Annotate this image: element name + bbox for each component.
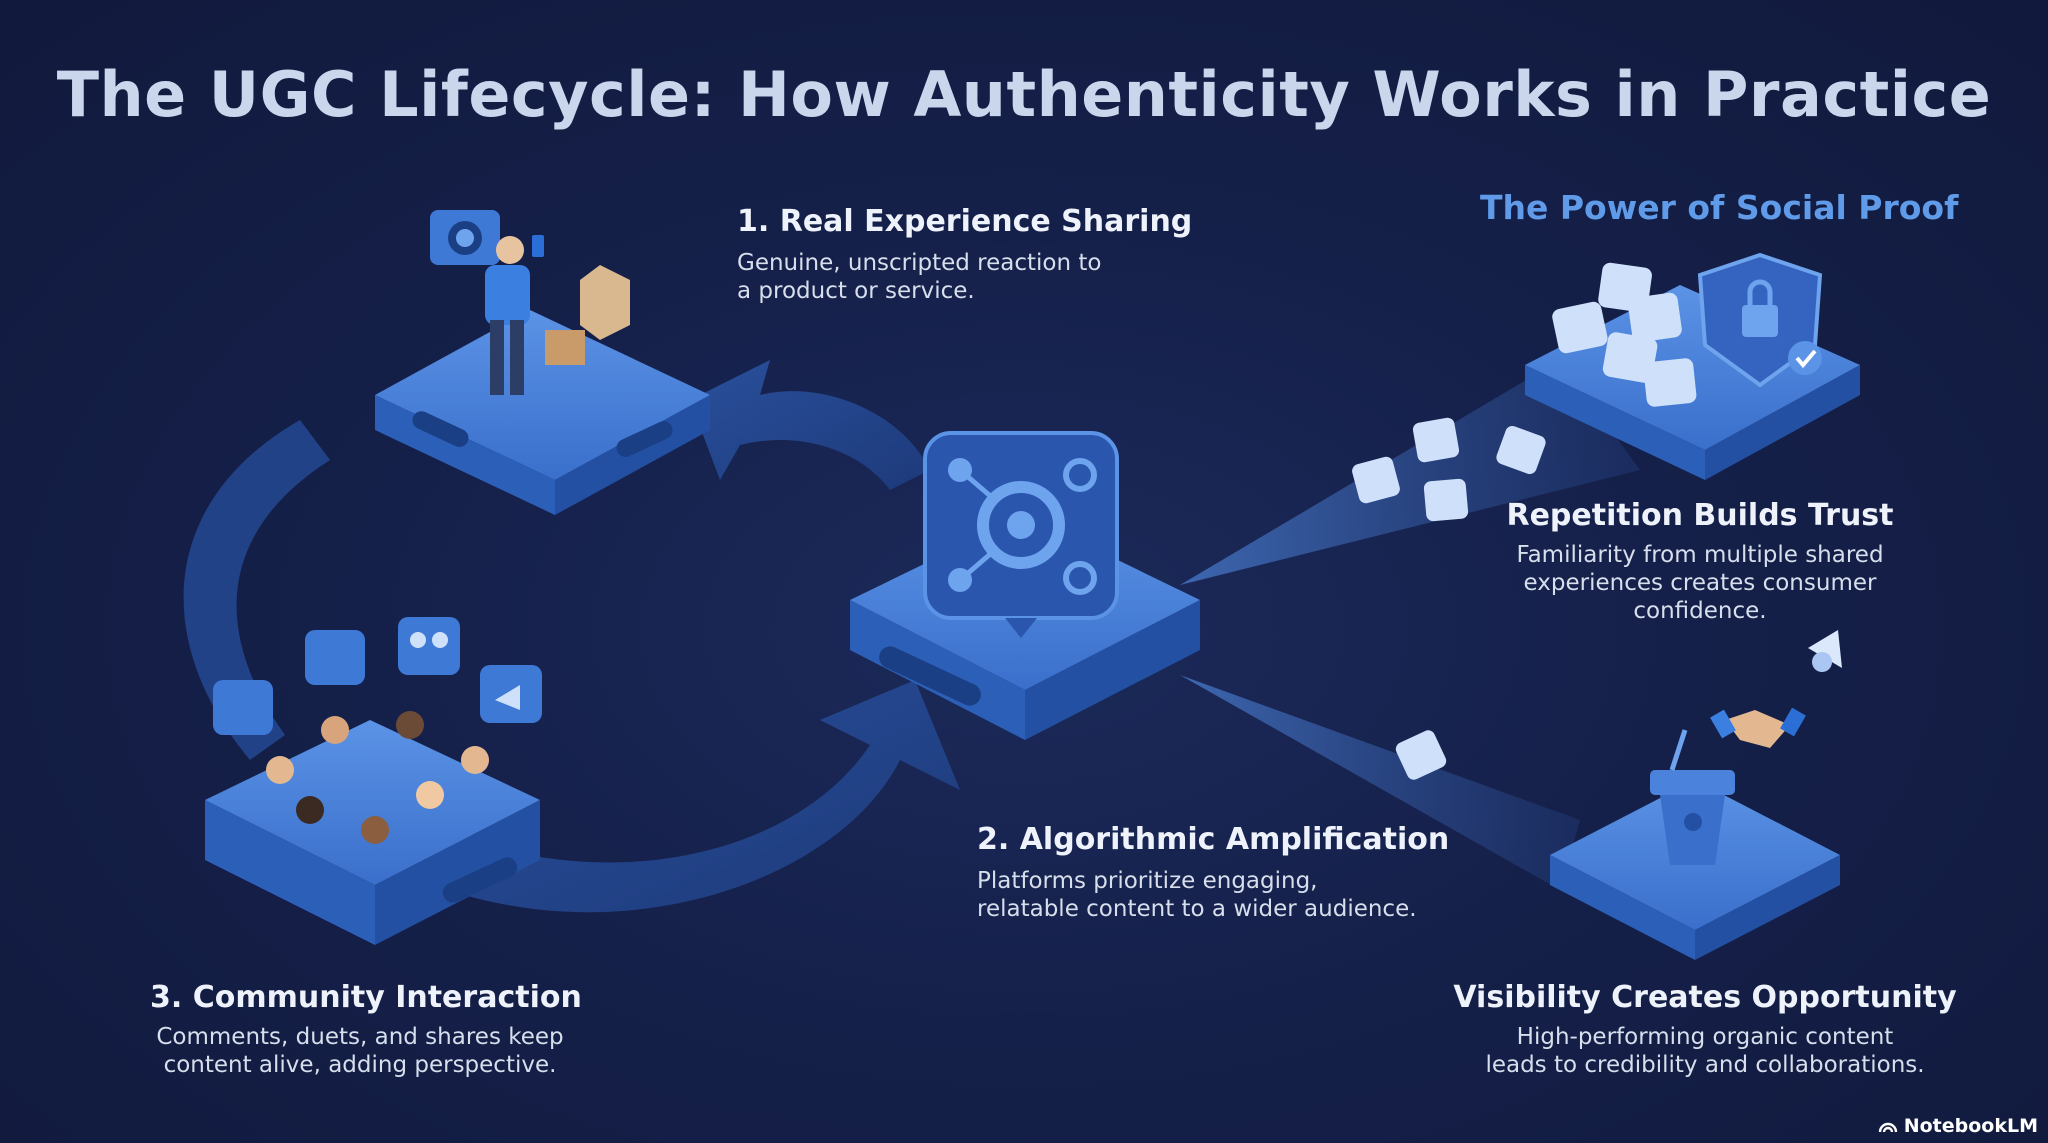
platform-trust <box>1525 252 1860 480</box>
group-icon <box>398 617 460 675</box>
visibility-line: High-performing organic content <box>1516 1024 1894 1050</box>
share-icon <box>480 665 542 723</box>
trust-line: experiences creates consumer <box>1523 570 1877 596</box>
podium-icon <box>1650 729 1735 865</box>
step-3-line: Comments, duets, and shares keep <box>156 1024 564 1050</box>
brand-label: NotebookLM <box>1903 1115 2038 1137</box>
platform-experience <box>375 210 710 515</box>
trust-heading: Repetition Builds Trust <box>1506 498 1894 533</box>
page-title: The UGC Lifecycle: How Authenticity Work… <box>56 58 1992 131</box>
step-3-line: content alive, adding perspective. <box>163 1052 557 1078</box>
step-2-text: Platforms prioritize engaging, relatable… <box>977 867 1449 923</box>
gear-network-icon <box>923 431 1119 638</box>
product-box-icon <box>545 265 630 365</box>
visibility-block: Visibility Creates Opportunity High-perf… <box>1450 980 1960 1079</box>
trust-line: confidence. <box>1633 598 1767 624</box>
visibility-beam <box>1180 675 1580 890</box>
step-2-line: Platforms prioritize engaging, <box>977 868 1318 894</box>
platform-community <box>205 617 542 945</box>
trust-block: Repetition Builds Trust Familiarity from… <box>1450 498 1950 625</box>
step-3-heading: 3. Community Interaction <box>150 980 582 1015</box>
trust-beam <box>1180 360 1640 585</box>
people-icon <box>266 711 489 844</box>
trust-text: Familiarity from multiple shared experie… <box>1450 541 1950 625</box>
handshake-icon <box>1710 707 1806 748</box>
step-1-text: Genuine, unscripted reaction to a produc… <box>737 249 1192 305</box>
megaphone-icon <box>1808 630 1842 672</box>
visibility-heading: Visibility Creates Opportunity <box>1453 980 1957 1015</box>
step-3: 3. Community Interaction Comments, duets… <box>150 980 582 1079</box>
step-1: 1. Real Experience Sharing Genuine, unsc… <box>737 204 1192 305</box>
chat-bubble-icon <box>213 630 365 735</box>
step-3-text: Comments, duets, and shares keep content… <box>150 1023 570 1079</box>
brand-watermark: NotebookLM <box>1878 1115 2038 1137</box>
step-1-line: a product or service. <box>737 278 975 304</box>
platform-algorithm <box>850 431 1200 740</box>
image-card-icon <box>1552 262 1697 407</box>
step-1-heading: 1. Real Experience Sharing <box>737 204 1193 239</box>
social-proof-title: The Power of Social Proof <box>1480 188 1959 227</box>
visibility-text: High-performing organic content leads to… <box>1450 1023 1960 1079</box>
shield-lock-icon <box>1697 252 1823 388</box>
step-1-line: Genuine, unscripted reaction to <box>737 250 1102 276</box>
floating-image-cards <box>1352 417 1546 780</box>
person-filming-icon <box>485 235 544 395</box>
step-2: 2. Algorithmic Amplification Platforms p… <box>977 822 1449 923</box>
step-2-line: relatable content to a wider audience. <box>977 896 1417 922</box>
trust-line: Familiarity from multiple shared <box>1516 542 1884 568</box>
step-2-heading: 2. Algorithmic Amplification <box>977 822 1450 857</box>
notebooklm-logo-icon <box>1878 1122 1897 1133</box>
visibility-line: leads to credibility and collaborations. <box>1485 1052 1925 1078</box>
camera-icon <box>430 210 500 265</box>
platform-visibility <box>1550 630 1842 960</box>
